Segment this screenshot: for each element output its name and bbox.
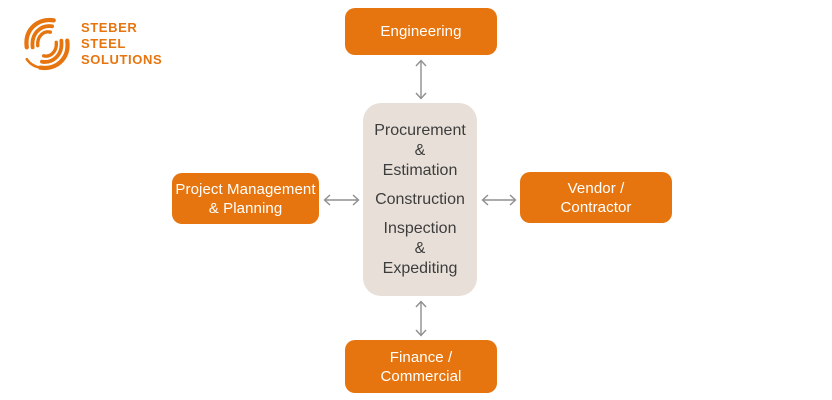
center-label: & (414, 141, 426, 159)
node-vendor-contractor: Vendor / Contractor (520, 172, 672, 223)
double-arrow-icon-right (478, 192, 520, 208)
center-group-construction: Construction (375, 190, 465, 210)
node-label: & Planning (208, 199, 283, 217)
node-label: Commercial (380, 367, 462, 385)
logo-line: SOLUTIONS (81, 52, 163, 67)
logo-wordmark: STEBER STEEL SOLUTIONS (81, 20, 162, 68)
double-arrow-icon-left (320, 192, 363, 208)
node-label: Project Management (175, 180, 316, 198)
logo: STEBER STEEL SOLUTIONS (20, 15, 162, 73)
node-label: Contractor (560, 198, 632, 216)
logo-line: STEBER (81, 20, 138, 35)
double-arrow-icon-bottom (413, 297, 429, 340)
center-label: Estimation (382, 161, 458, 179)
logo-line: STEEL (81, 36, 126, 51)
node-engineering: Engineering (345, 8, 497, 55)
node-label: Finance / (389, 348, 453, 366)
node-label: Engineering (380, 23, 462, 40)
center-label: Procurement (374, 121, 466, 139)
node-finance-commercial: Finance / Commercial (345, 340, 497, 393)
center-label: & (414, 239, 426, 257)
center-group-procurement-estimation: Procurement & Estimation (374, 121, 466, 181)
logo-swirl-icon (24, 17, 70, 71)
center-label: Inspection (383, 219, 457, 237)
center-group-inspection-expediting: Inspection & Expediting (383, 219, 458, 279)
center-label: Construction (375, 190, 465, 208)
double-arrow-icon-top (413, 56, 429, 103)
node-project-management: Project Management & Planning (172, 173, 319, 224)
center-hub-box: Procurement & Estimation Construction In… (363, 103, 477, 296)
node-label: Vendor / (567, 179, 625, 197)
center-label: Expediting (382, 259, 458, 277)
